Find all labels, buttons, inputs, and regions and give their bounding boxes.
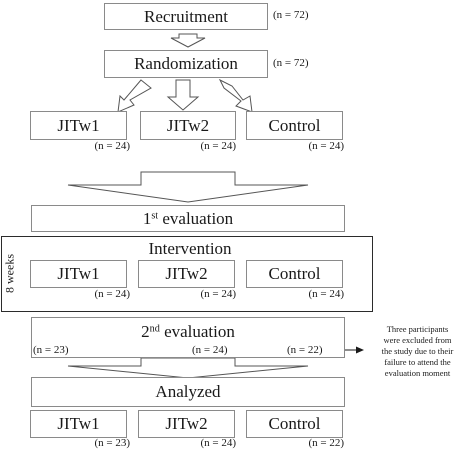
intervention-count-control: (n = 24) [308,288,344,300]
allocation-label-jitw2: JITw2 [166,115,210,135]
evaluation-1-box: 1st evaluation [31,205,345,232]
arrow-randomize-to-control [218,78,253,113]
exclusion-note-line: were excluded from [383,335,452,345]
intervention-box-control: Control [246,260,343,288]
evaluation-1-label: evaluation [158,208,234,228]
allocation-box-control: Control [246,111,343,140]
evaluation-1-ordinal: 1 [142,208,152,228]
analyzed-label-jitw2: JITw2 [165,414,208,433]
evaluation-1-text: 1st evaluation [143,209,233,229]
intervention-title: Intervention [148,239,232,258]
intervention-duration: 8 weeks [2,254,17,293]
evaluation-2-count-jitw1: (n = 23) [33,344,69,356]
allocation-count-control: (n = 24) [308,140,344,152]
analyzed-label-control: Control [268,414,321,433]
intervention-label-jitw1: JITw1 [57,264,100,283]
evaluation-1-superscript: st [151,209,159,221]
evaluation-2-count-jitw2: (n = 24) [192,344,228,356]
intervention-label-control: Control [268,264,321,283]
exclusion-note-line: Three participants [386,324,449,334]
arrow-randomize-to-jitw2 [166,79,200,111]
recruitment-box: Recruitment [104,3,268,30]
randomization-box: Randomization [104,50,268,78]
exclusion-note-line: failure to attend the [384,357,451,367]
exclusion-note: Three participants were excluded from th… [366,324,469,379]
arrow-groups-to-eval1 [67,171,309,203]
evaluation-2-label: evaluation [159,322,235,341]
evaluation-2-ordinal: 2 [141,322,150,341]
recruitment-label: Recruitment [143,6,229,26]
allocation-count-jitw2: (n = 24) [200,140,236,152]
exclusion-note-line: evaluation moment [384,368,451,378]
recruitment-count: (n = 72) [273,9,309,21]
analyzed-count-jitw1: (n = 23) [94,437,130,449]
allocation-box-jitw1: JITw1 [30,111,127,140]
arrow-randomize-to-jitw1 [117,79,152,113]
analyzed-label-jitw1: JITw1 [57,414,100,433]
randomization-label: Randomization [134,54,238,73]
allocation-box-jitw2: JITw2 [140,111,236,140]
evaluation-2-box: 2nd evaluation [31,317,345,358]
intervention-box-jitw1: JITw1 [30,260,127,288]
analyzed-count-control: (n = 22) [308,437,344,449]
intervention-box-jitw2: JITw2 [138,260,235,288]
arrow-recruit-to-randomize [170,33,206,48]
randomization-count: (n = 72) [273,57,309,69]
analyzed-count-jitw2: (n = 24) [200,437,236,449]
analyzed-box-control: Control [246,410,343,438]
intervention-label-jitw2: JITw2 [165,264,208,283]
allocation-label-jitw1: JITw1 [57,115,100,135]
intervention-count-jitw2: (n = 24) [200,288,236,300]
evaluation-2-text: 2nd evaluation [141,322,235,342]
evaluation-2-count-control: (n = 22) [287,344,323,356]
arrow-eval2-to-analyzed [67,357,309,379]
analyzed-box: Analyzed [31,377,345,407]
allocation-label-control: Control [268,115,321,135]
intervention-count-jitw1: (n = 24) [94,288,130,300]
evaluation-2-superscript: nd [149,323,160,335]
exclusion-note-line: the study due to their [381,346,454,356]
analyzed-box-jitw2: JITw2 [138,410,235,438]
allocation-count-jitw1: (n = 24) [94,140,130,152]
analyzed-label: Analyzed [155,382,221,401]
intervention-frame [1,236,373,312]
analyzed-box-jitw1: JITw1 [30,410,127,438]
exclusion-arrow-head [356,346,364,354]
